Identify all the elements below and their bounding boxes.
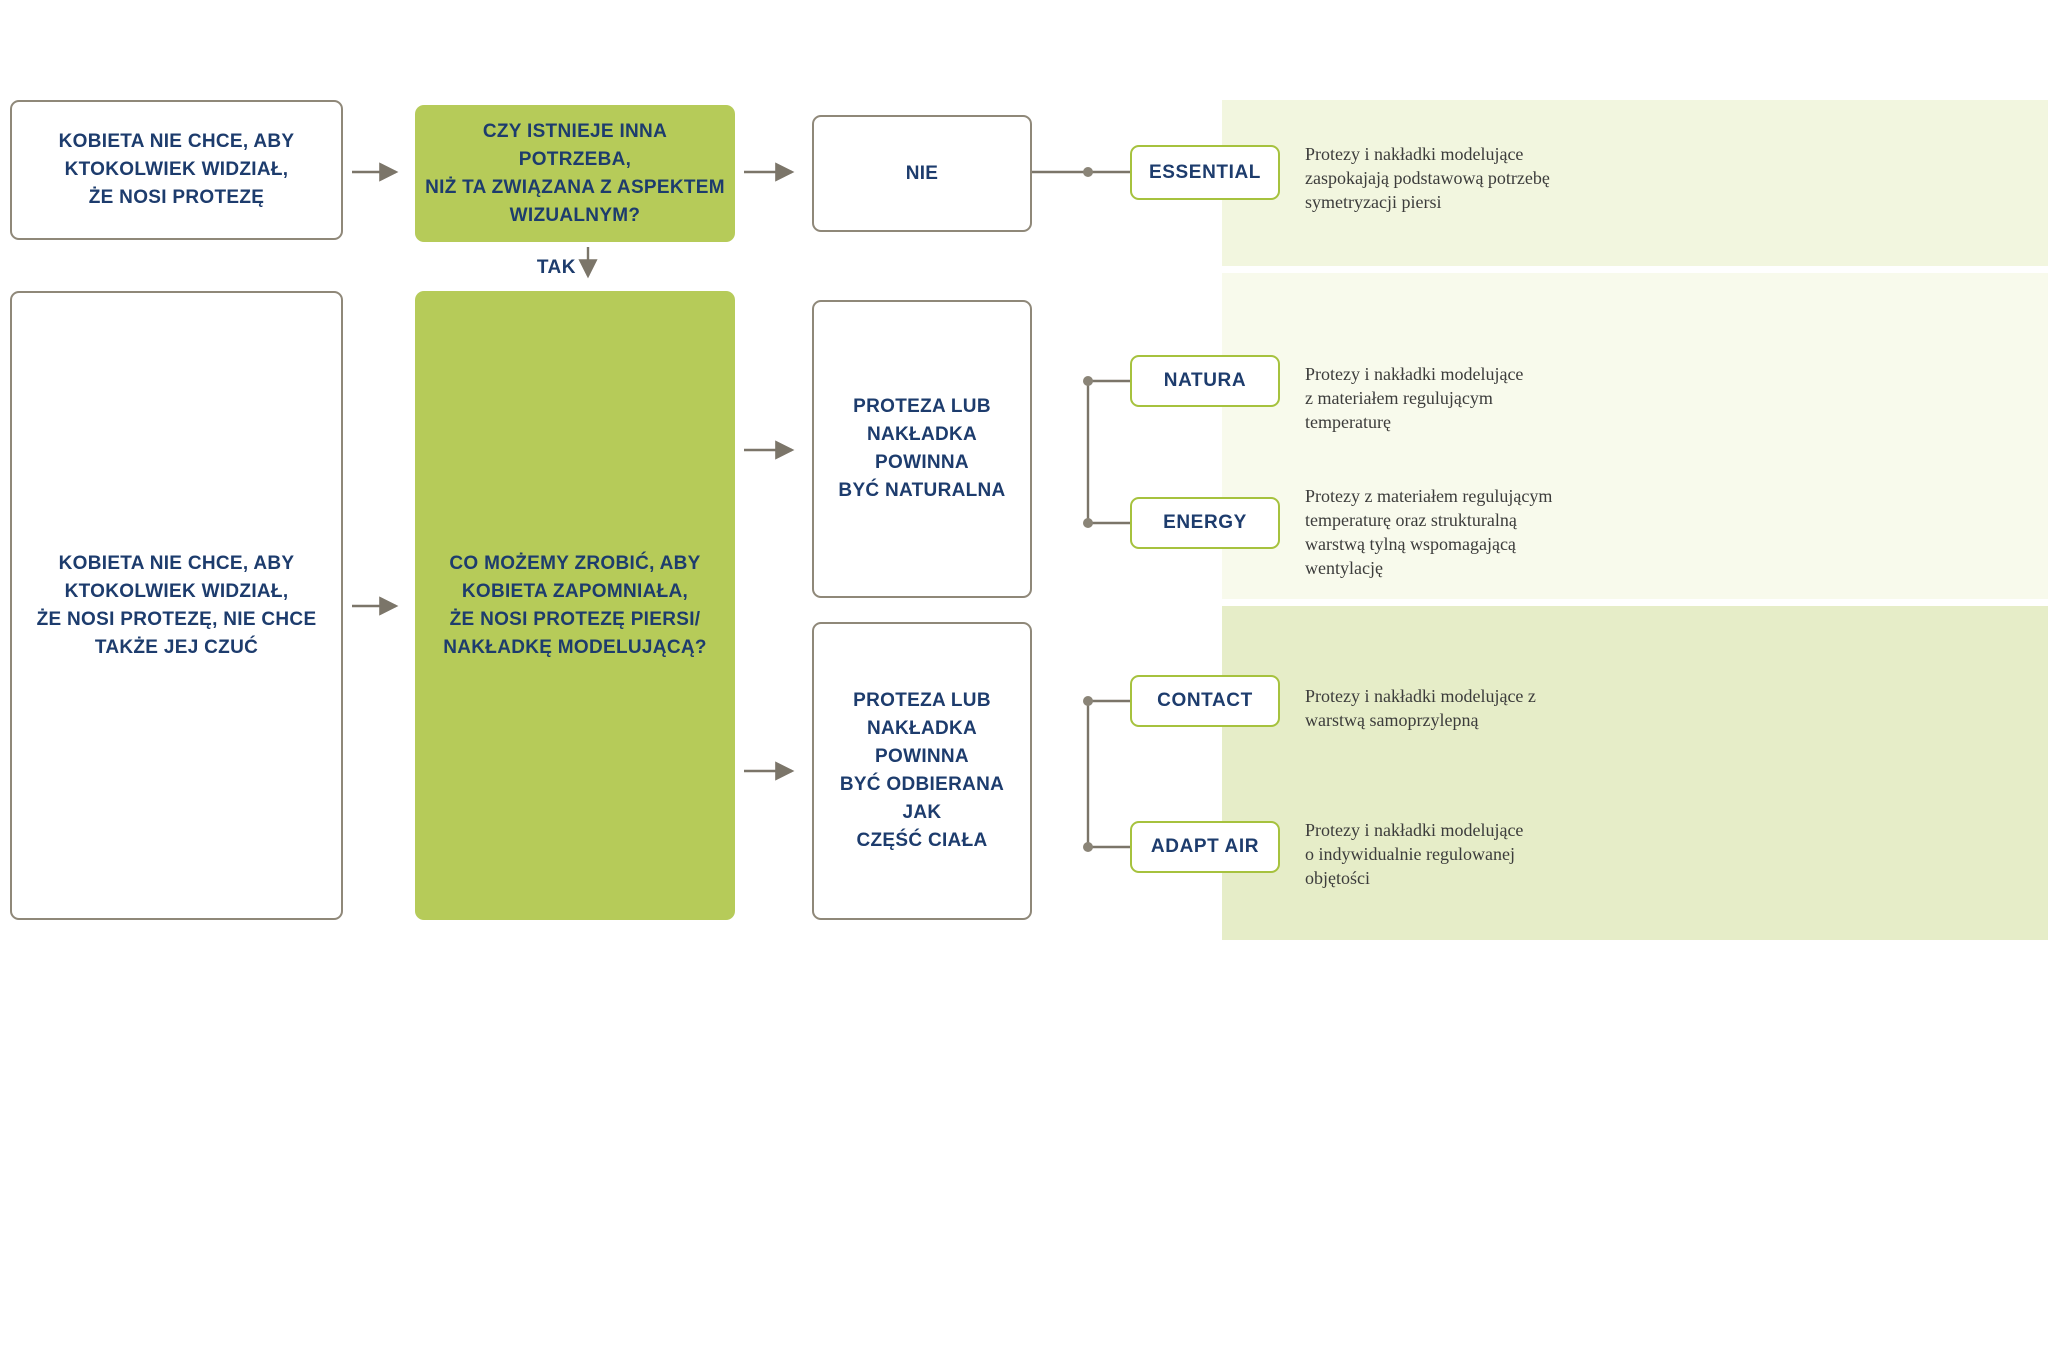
description-adapt-air: Protezy i nakładki modelujące o indywidu… [1305, 820, 1524, 888]
box-need-not-feel: KOBIETA NIE CHCE, ABY KTOKOLWIEK WIDZIAŁ… [10, 291, 343, 920]
product-label-energy: ENERGY [1130, 497, 1280, 549]
product-label-contact: CONTACT [1130, 675, 1280, 727]
junction-dot-contact [1083, 696, 1093, 706]
description-natura: Protezy i nakładki modelujące z materiał… [1305, 364, 1524, 432]
box-question-forget: CO MOŻEMY ZROBIĆ, ABY KOBIETA ZAPOMNIAŁA… [415, 291, 735, 920]
junction-dot-adaptair [1083, 842, 1093, 852]
box-answer-nie: NIE [812, 115, 1032, 232]
description-essential: Protezy i nakładki modelujące zaspokajaj… [1305, 144, 1550, 212]
description-energy: Protezy z materiałem regulującym tempera… [1305, 486, 1553, 578]
box-requirement-natural: PROTEZA LUB NAKŁADKA POWINNA BYĆ NATURAL… [812, 300, 1032, 598]
junction-dot-essential [1083, 167, 1093, 177]
box-need-not-visible: KOBIETA NIE CHCE, ABY KTOKOLWIEK WIDZIAŁ… [10, 100, 343, 240]
junction-dot-energy [1083, 518, 1093, 528]
product-label-essential: ESSENTIAL [1130, 145, 1280, 200]
band-natural [1222, 273, 2048, 599]
label-tak: TAK [536, 257, 576, 278]
band-essential [1222, 100, 2048, 266]
product-label-natura: NATURA [1130, 355, 1280, 407]
junction-dot-natura [1083, 376, 1093, 386]
bracket-contact-adaptair [1086, 699, 1130, 849]
box-requirement-body-part: PROTEZA LUB NAKŁADKA POWINNA BYĆ ODBIERA… [812, 622, 1032, 920]
description-contact: Protezy i nakładki modelujące z warstwą … [1305, 686, 1536, 730]
band-body-part [1222, 606, 2048, 940]
box-question-other-need: CZY ISTNIEJE INNA POTRZEBA, NIŻ TA ZWIĄZ… [415, 105, 735, 242]
bracket-natura-energy [1086, 379, 1130, 525]
product-label-adapt-air: ADAPT AIR [1130, 821, 1280, 873]
